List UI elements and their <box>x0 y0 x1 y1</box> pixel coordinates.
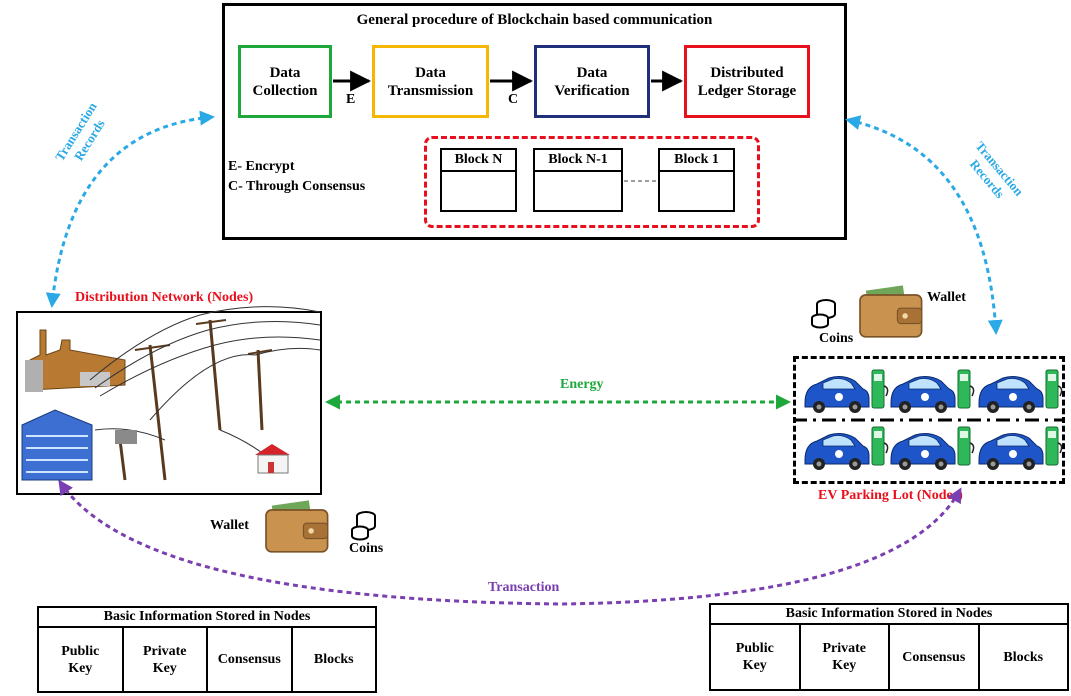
step-line1: Data <box>269 64 301 81</box>
coins-icon <box>351 511 376 541</box>
cell-blocks: Blocks <box>980 625 1068 689</box>
cell-consensus: Consensus <box>208 628 293 691</box>
info-table-left: Basic Information Stored in Nodes Public… <box>37 606 377 693</box>
legend-consensus: C- Through Consensus <box>228 179 366 194</box>
cell-line: Blocks <box>313 652 354 667</box>
step-line2: Collection <box>252 82 318 99</box>
step-data-collection: Data Collection <box>238 45 332 118</box>
cell-line: Private <box>822 641 867 656</box>
arrow-label-consensus: C <box>508 92 519 107</box>
records-arrow-right <box>845 115 1003 335</box>
cell-line: Public <box>61 643 100 659</box>
distribution-network-illustration <box>21 306 321 481</box>
step-line1: Distributed <box>710 64 784 81</box>
step-line1: Data <box>576 64 608 81</box>
left-wallet-label: Wallet <box>210 518 249 533</box>
block-label: Block N-1 <box>535 150 621 172</box>
records-arrow-left <box>45 110 215 308</box>
cell-line: Consensus <box>902 649 966 665</box>
block-label: Block N <box>442 150 515 172</box>
wallet-icon <box>859 284 923 338</box>
step-line2: Transmission <box>387 82 474 99</box>
step-line2: Ledger Storage <box>697 82 797 99</box>
cell-line: Blocks <box>1003 649 1044 665</box>
wallet-icon <box>265 499 329 553</box>
cell-line: Public <box>735 641 774 656</box>
right-coins-label: Coins <box>819 331 854 346</box>
block-1: Block 1 <box>658 148 735 212</box>
energy-label: Energy <box>560 377 604 392</box>
arrow-label-encrypt: E <box>346 92 356 107</box>
step-line2: Verification <box>554 82 630 99</box>
block-label: Block 1 <box>660 150 733 172</box>
step-ledger-storage: Distributed Ledger Storage <box>684 45 810 118</box>
blockchain-group <box>424 136 760 228</box>
info-table-title: Basic Information Stored in Nodes <box>39 608 375 628</box>
cell-line: Consensus <box>217 652 281 667</box>
step-line1: Data <box>415 64 446 81</box>
left-coins-label: Coins <box>349 541 384 556</box>
legend-encrypt: E- Encrypt <box>228 159 295 174</box>
coins-icon <box>811 299 836 329</box>
procedure-title: General procedure of Blockchain based co… <box>356 12 713 28</box>
cell-consensus: Consensus <box>890 625 980 689</box>
step-data-verification: Data Verification <box>534 45 650 118</box>
step-data-transmission: Data Transmission <box>372 45 489 118</box>
info-table-title: Basic Information Stored in Nodes <box>711 605 1067 625</box>
transaction-arrow <box>58 479 962 606</box>
ev-parking-illustration <box>793 369 1065 471</box>
info-table-right: Basic Information Stored in Nodes Public… <box>709 603 1069 691</box>
cell-line: Key <box>832 658 857 673</box>
cell-line: Key <box>152 660 177 676</box>
block-n-minus-1: Block N-1 <box>533 148 623 212</box>
cell-line: Key <box>68 660 93 676</box>
cell-line: Private <box>142 643 187 659</box>
cell-blocks: Blocks <box>293 628 376 691</box>
cell-line: Key <box>742 658 767 673</box>
transaction-label: Transaction <box>488 580 560 595</box>
block-n: Block N <box>440 148 517 212</box>
